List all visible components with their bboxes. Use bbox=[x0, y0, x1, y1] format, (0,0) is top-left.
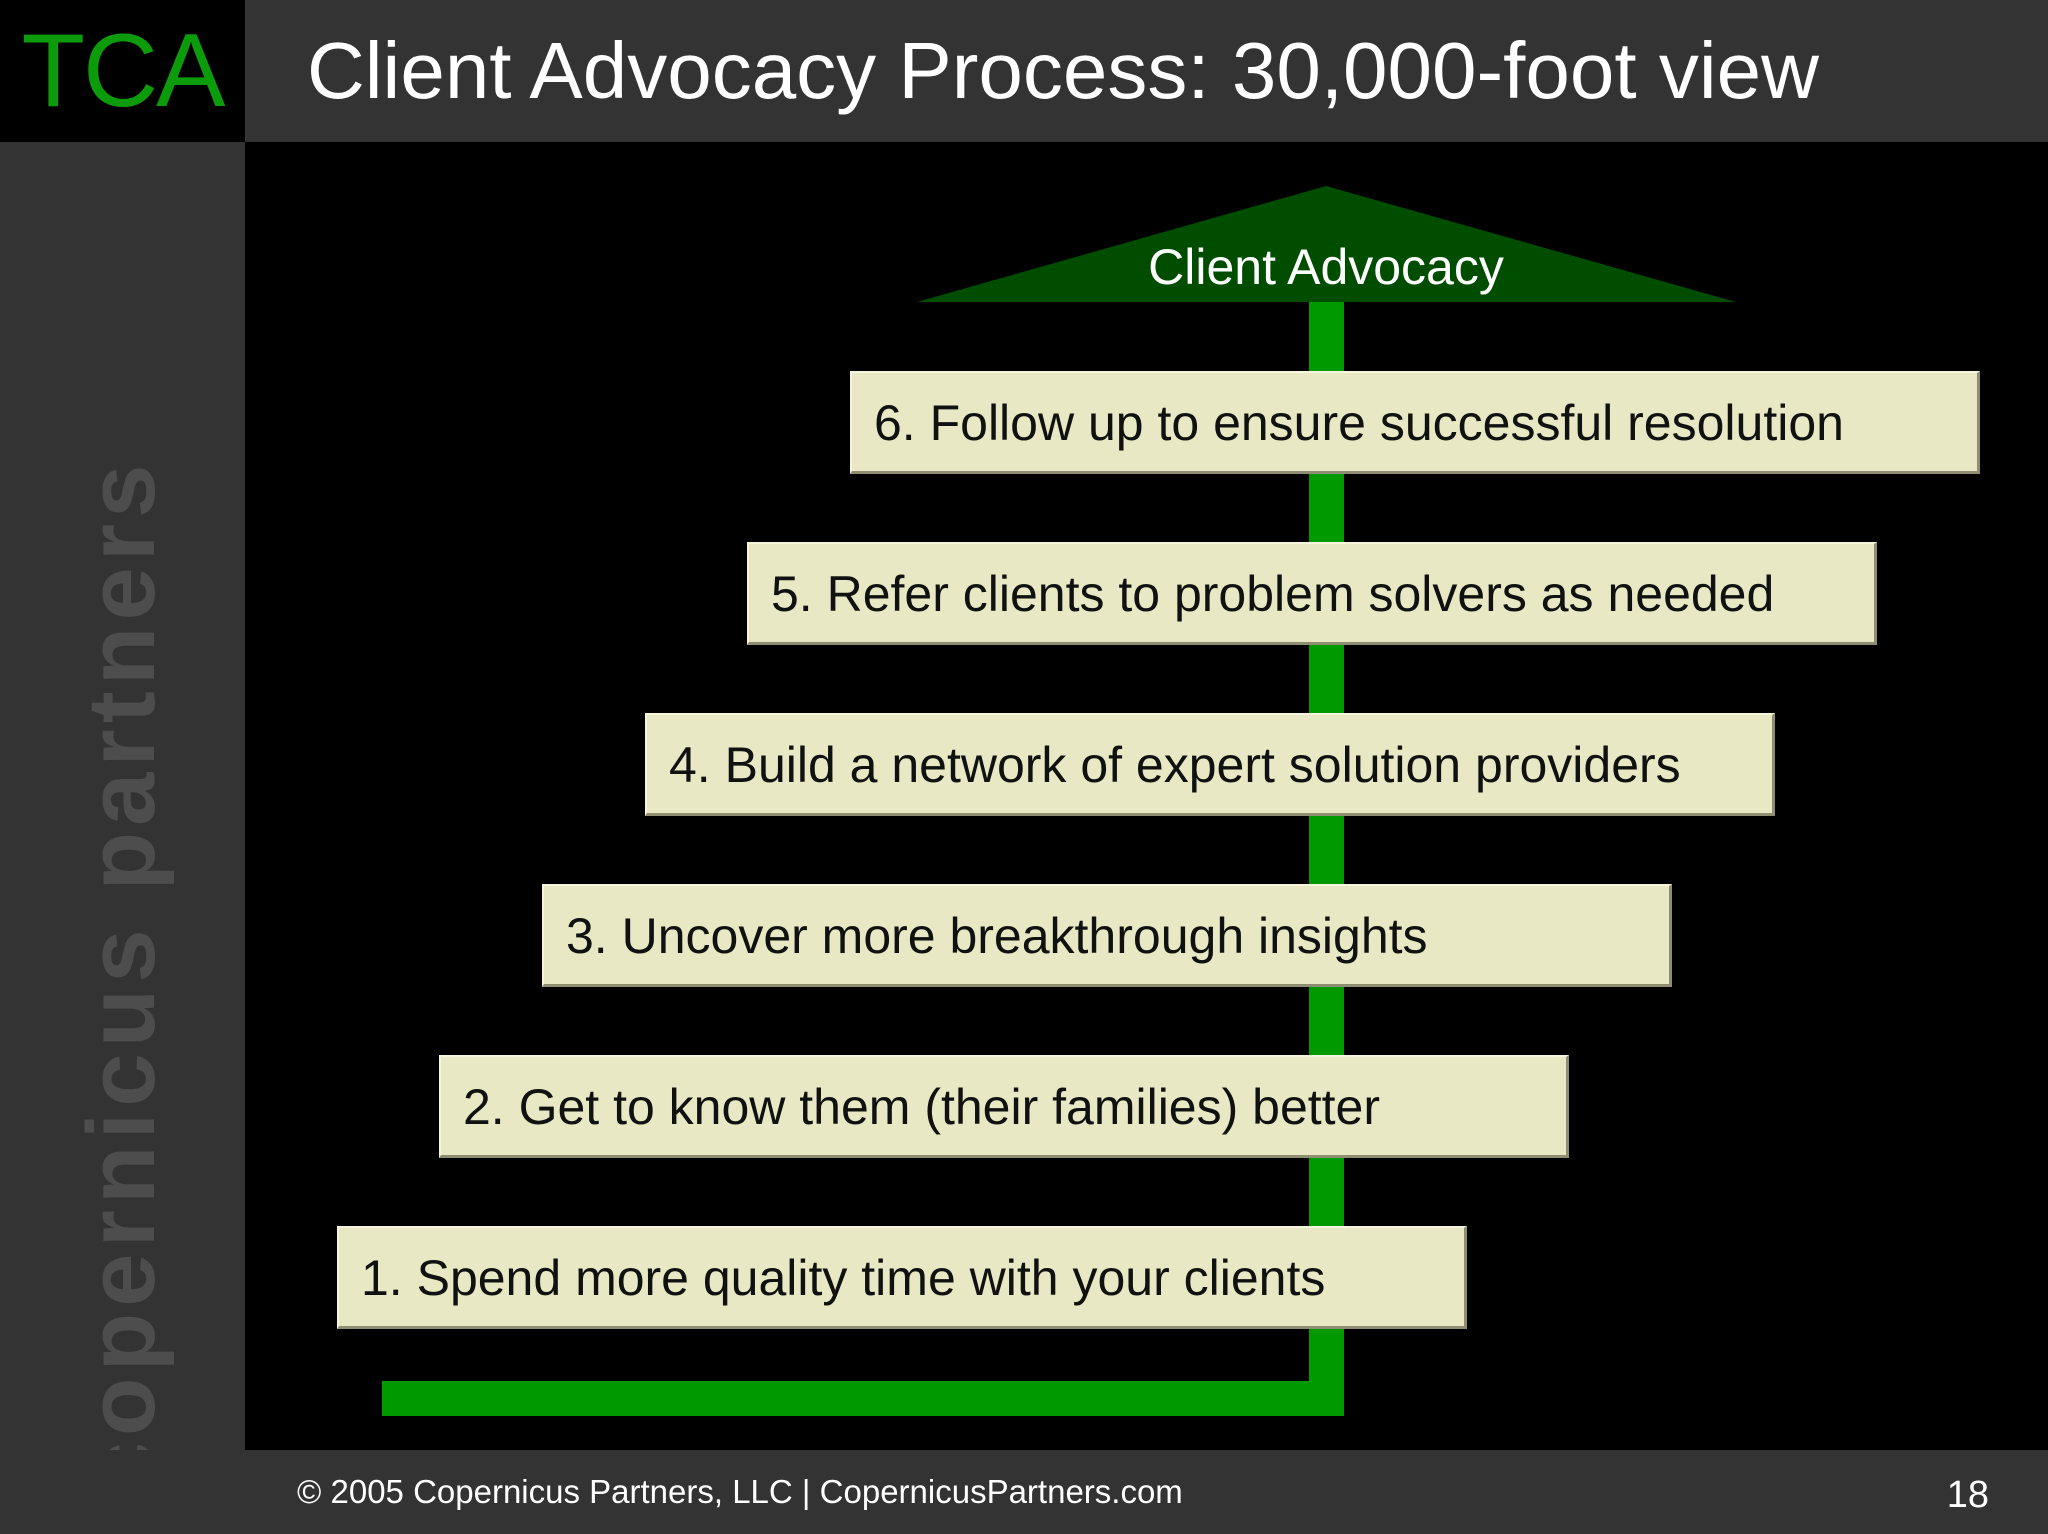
page-number: 18 bbox=[1946, 1474, 1989, 1516]
footer-copyright: © 2005 Copernicus Partners, LLC | Copern… bbox=[297, 1473, 1183, 1510]
apex-roof bbox=[917, 186, 1736, 302]
step-label-3: 3. Uncover more breakthrough insights bbox=[566, 908, 1428, 964]
footer: © 2005 Copernicus Partners, LLC | Copern… bbox=[0, 1450, 2048, 1534]
step-box-5: 5. Refer clients to problem solvers as n… bbox=[747, 542, 1877, 645]
step-box-1: 1. Spend more quality time with your cli… bbox=[337, 1226, 1467, 1329]
title-bar: Client Advocacy Process: 30,000-foot vie… bbox=[245, 0, 2048, 142]
sidebar: copernicus partners bbox=[0, 142, 245, 1495]
step-box-2: 2. Get to know them (their families) bet… bbox=[439, 1055, 1569, 1158]
step-label-2: 2. Get to know them (their families) bet… bbox=[463, 1079, 1381, 1135]
step-box-3: 3. Uncover more breakthrough insights bbox=[542, 884, 1672, 987]
step-label-1: 1. Spend more quality time with your cli… bbox=[361, 1250, 1326, 1306]
step-label-5: 5. Refer clients to problem solvers as n… bbox=[771, 566, 1775, 622]
base-connector bbox=[382, 1381, 1344, 1416]
step-label-4: 4. Build a network of expert solution pr… bbox=[669, 737, 1681, 793]
step-box-6: 6. Follow up to ensure successful resolu… bbox=[850, 371, 1980, 474]
slide-title: Client Advocacy Process: 30,000-foot vie… bbox=[307, 26, 1819, 115]
apex-label: Client Advocacy bbox=[1148, 239, 1504, 295]
tca-logo: TCA bbox=[0, 0, 245, 142]
step-label-6: 6. Follow up to ensure successful resolu… bbox=[874, 395, 1844, 451]
step-box-4: 4. Build a network of expert solution pr… bbox=[645, 713, 1775, 816]
staircase-diagram bbox=[382, 186, 1736, 1416]
